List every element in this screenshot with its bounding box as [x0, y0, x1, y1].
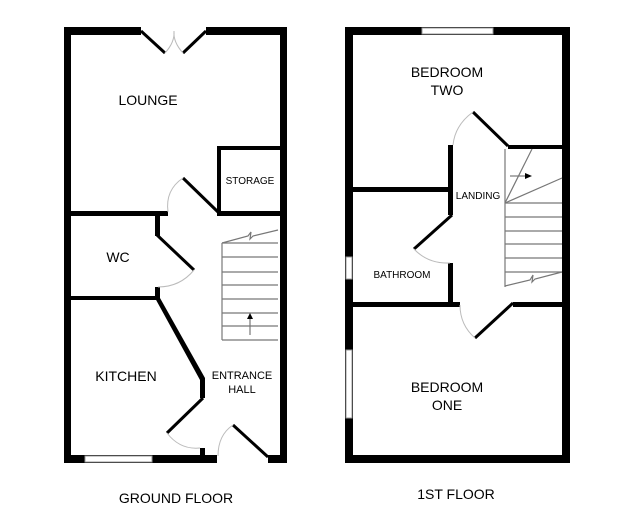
- bedroom-one-window: [345, 349, 353, 419]
- room-label-lounge: LOUNGE: [118, 92, 177, 108]
- bathroom-door: [412, 213, 454, 264]
- bedroom-two-door: [452, 110, 510, 148]
- bedroom-one-door: [459, 301, 515, 340]
- room-label-entrance-hall-line1: ENTRANCE: [212, 370, 273, 382]
- room-label-wc: WC: [106, 249, 129, 265]
- bedroom-two-window: [421, 27, 494, 35]
- first-floor-plan: BEDROOM TWO LANDING BATHROOM BEDROOM ONE…: [345, 27, 570, 502]
- room-label-bedroom-two-line2: TWO: [431, 82, 464, 98]
- room-label-bathroom: BATHROOM: [373, 270, 430, 281]
- front-door: [217, 423, 270, 459]
- first-floor-caption: 1ST FLOOR: [417, 486, 495, 502]
- lounge-door: [167, 176, 220, 214]
- lounge-french-doors: [139, 29, 208, 55]
- kitchen-window: [84, 455, 153, 463]
- wc-door: [155, 233, 196, 288]
- room-label-bedroom-two-line1: BEDROOM: [411, 64, 483, 80]
- ground-floor-stairs: [221, 229, 279, 341]
- first-floor-stairs: [504, 148, 563, 287]
- ground-floor-plan: LOUNGE STORAGE WC KITCHEN ENTRANCE HALL …: [64, 27, 287, 506]
- kitchen-door: [165, 396, 205, 449]
- room-label-storage: STORAGE: [226, 176, 275, 187]
- ground-floor-caption: GROUND FLOOR: [119, 490, 233, 506]
- room-label-bedroom-one-line1: BEDROOM: [411, 379, 483, 395]
- room-label-landing: LANDING: [456, 191, 501, 202]
- room-label-kitchen: KITCHEN: [95, 368, 156, 384]
- bathroom-window: [345, 256, 353, 280]
- room-label-bedroom-one-line2: ONE: [432, 397, 462, 413]
- room-label-entrance-hall-line2: HALL: [228, 384, 256, 396]
